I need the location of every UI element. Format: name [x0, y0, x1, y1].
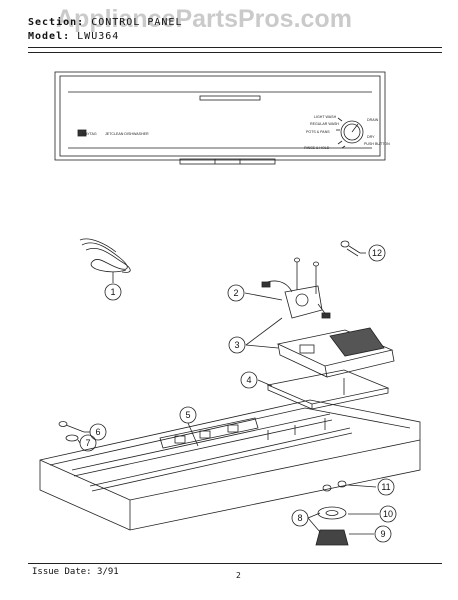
cycle-label-3: POTS & PANS [306, 130, 330, 134]
series-label: JETCLEAN DISHWASHER [105, 132, 149, 136]
model-value: LWU364 [77, 31, 120, 42]
header-rule-bottom [28, 52, 442, 53]
callout-4: 4 [246, 375, 251, 385]
cycle-label-2: REGULAR WASH [310, 122, 339, 126]
callout-9: 9 [380, 529, 385, 539]
callout-10: 10 [383, 509, 393, 519]
callout-1: 1 [110, 287, 115, 297]
callout-8: 8 [297, 513, 302, 523]
cycle-label-1: LIGHT WASH [314, 115, 337, 119]
header-rule-top [28, 47, 442, 48]
part-control-module [228, 317, 395, 378]
callout-12: 12 [372, 248, 382, 258]
part-clip-7 [65, 434, 97, 452]
callout-3: 3 [234, 340, 239, 350]
page-number: 2 [236, 571, 241, 580]
model-line: Model: LWU364 [28, 31, 119, 42]
issue-date: Issue Date: 3/91 [32, 567, 119, 577]
callout-6: 6 [95, 427, 100, 437]
section-value: CONTROL PANEL [91, 17, 183, 28]
control-panel-front-view [54, 71, 386, 165]
callout-7: 7 [85, 438, 90, 448]
brand-label: MAYTAG [82, 132, 97, 136]
callout-11: 11 [381, 482, 390, 492]
drain-label: DRAIN [367, 118, 379, 122]
part-pad [240, 369, 390, 410]
model-label: Model: [28, 31, 71, 42]
dry-label: DRY [367, 135, 375, 139]
section-line: Section: CONTROL PANEL [28, 17, 182, 28]
cycle-label-4: RINSE & HOLD [304, 146, 330, 150]
part-wire-harness [79, 238, 131, 301]
part-knob-assembly [291, 478, 397, 546]
part-timer [227, 257, 331, 319]
part-panel-housing [39, 378, 421, 531]
section-label: Section: [28, 17, 85, 28]
push-button-label: PUSH BUTTON [364, 142, 390, 146]
watermark: AppliancePartsPros.com [56, 5, 352, 33]
footer-rule [28, 563, 442, 564]
callout-5: 5 [185, 410, 190, 420]
part-screw-12 [340, 240, 386, 262]
callout-2: 2 [233, 288, 238, 298]
part-screw-6 [58, 421, 107, 441]
